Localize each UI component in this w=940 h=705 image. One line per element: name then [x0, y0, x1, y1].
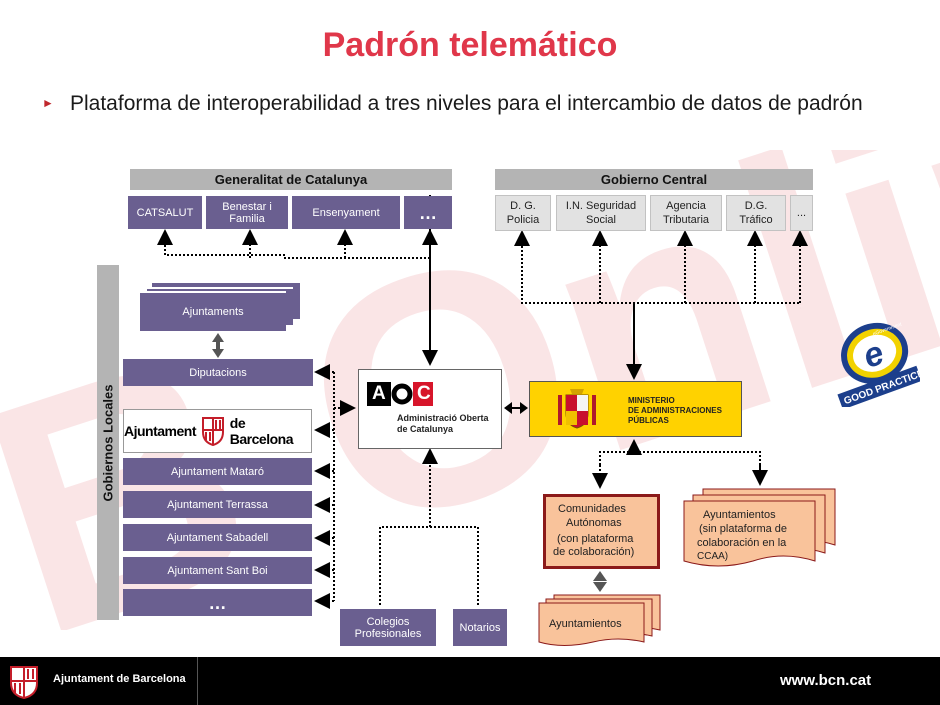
document-stack-shape: [683, 488, 836, 567]
ayuntamientos-sin-line1: Ayuntamientos: [703, 509, 776, 521]
footer-url[interactable]: www.bcn.cat: [780, 672, 872, 689]
footer-brand-text: Ajuntament de Barcelona: [53, 673, 186, 685]
dg-policia-box: D. G. Policia: [495, 195, 551, 231]
comunidades-line4: de colaboración): [553, 546, 635, 558]
ayuntamientos-label: Ayuntamientos: [549, 618, 622, 630]
agencia-tributaria-box: Agencia Tributaria: [650, 195, 722, 231]
ajuntament-sant-boi-box: Ajuntament Sant Boi: [123, 557, 312, 584]
comunidades-box: Comunidades Autónomas (con plataforma de…: [543, 494, 660, 569]
ministerio-line1: MINISTERIO: [628, 396, 675, 405]
ayuntamientos-sin-line4: CCAA): [697, 551, 729, 562]
central-header: Gobierno Central: [495, 169, 813, 190]
ministerio-line3: PÚBLICAS: [628, 416, 669, 425]
spain-coat-of-arms-icon: [558, 389, 596, 429]
ministerio-box: MINISTERIO DE ADMINISTRACIONES PÚBLICAS: [529, 381, 742, 437]
egov-badge: e GOOD PRACTICE eGovernment: [822, 315, 926, 410]
ayuntamientos-sin-line2: (sin plataforma de: [699, 523, 788, 535]
aoc-letter-a: A: [372, 383, 386, 404]
locales-more-box: …: [123, 589, 312, 616]
diputacions-box: Diputacions: [123, 359, 313, 386]
ajuntaments-stack: Ajuntaments: [138, 283, 300, 333]
aoc-box: A C Administració Oberta de Catalunya: [358, 369, 502, 449]
ministerio-line2: DE ADMINISTRACIONES: [628, 406, 722, 415]
footer-brand-panel: Ajuntament de Barcelona: [0, 657, 198, 705]
dg-trafico-box: D.G. Tráfico: [726, 195, 786, 231]
ayuntamientos-sin-line3: colaboración en la: [697, 537, 787, 549]
generalitat-more-box: …: [404, 196, 452, 229]
page-title: Padrón telemático: [322, 26, 618, 64]
comunidades-line2: Autónomas: [566, 517, 622, 529]
aoc-line2: de Catalunya: [397, 424, 454, 434]
gobiernos-locales-bar: [97, 265, 119, 620]
aoc-logo-mark: A C: [367, 382, 433, 406]
barcelona-crest-icon: [202, 417, 224, 446]
barcelona-logo-right: de Barcelona: [229, 415, 294, 447]
inss-box: I.N. Seguridad Social: [556, 195, 646, 231]
bullet-arrow-icon: ►: [42, 96, 54, 110]
aoc-line1: Administració Oberta: [397, 413, 489, 423]
gobiernos-locales-label: Gobiernos Locales: [100, 384, 116, 502]
colegios-box: Colegios Profesionales: [340, 609, 436, 646]
ayuntamientos-sin-stack: Ayuntamientos (sin plataforma de colabor…: [683, 487, 838, 569]
barcelona-logo-left: Ajuntament: [124, 423, 197, 439]
egov-good-practice-icon: e GOOD PRACTICE eGovernment: [837, 321, 926, 410]
ensenyament-box: Ensenyament: [292, 196, 400, 229]
ajuntament-sabadell-box: Ajuntament Sabadell: [123, 524, 312, 551]
generalitat-header: Generalitat de Catalunya: [130, 169, 452, 190]
aoc-letter-c: C: [417, 383, 431, 404]
ajuntament-terrassa-box: Ajuntament Terrassa: [123, 491, 312, 518]
aoc-ring-icon: [391, 383, 413, 405]
footer-bar: Ajuntament de Barcelona www.bcn.cat: [0, 657, 940, 705]
comunidades-line3: (con plataforma: [557, 533, 634, 545]
document-stack-shape-2: [538, 594, 661, 646]
footer-crest-icon: [10, 666, 38, 699]
barcelona-logo-box: Ajuntament de Barcelona: [123, 409, 312, 453]
ayuntamientos-stack: Ayuntamientos: [538, 594, 662, 650]
ajuntament-mataro-box: Ajuntament Mataró: [123, 458, 312, 485]
comunidades-line1: Comunidades: [558, 503, 626, 515]
ajuntaments-box: Ajuntaments: [138, 291, 286, 331]
benestar-familia-box: Benestar i Familia: [206, 196, 288, 229]
catsalut-box: CATSALUT: [128, 196, 202, 229]
notarios-box: Notarios: [453, 609, 507, 646]
bullet-text: Plataforma de interoperabilidad a tres n…: [70, 92, 863, 115]
central-more-box: ...: [790, 195, 813, 231]
